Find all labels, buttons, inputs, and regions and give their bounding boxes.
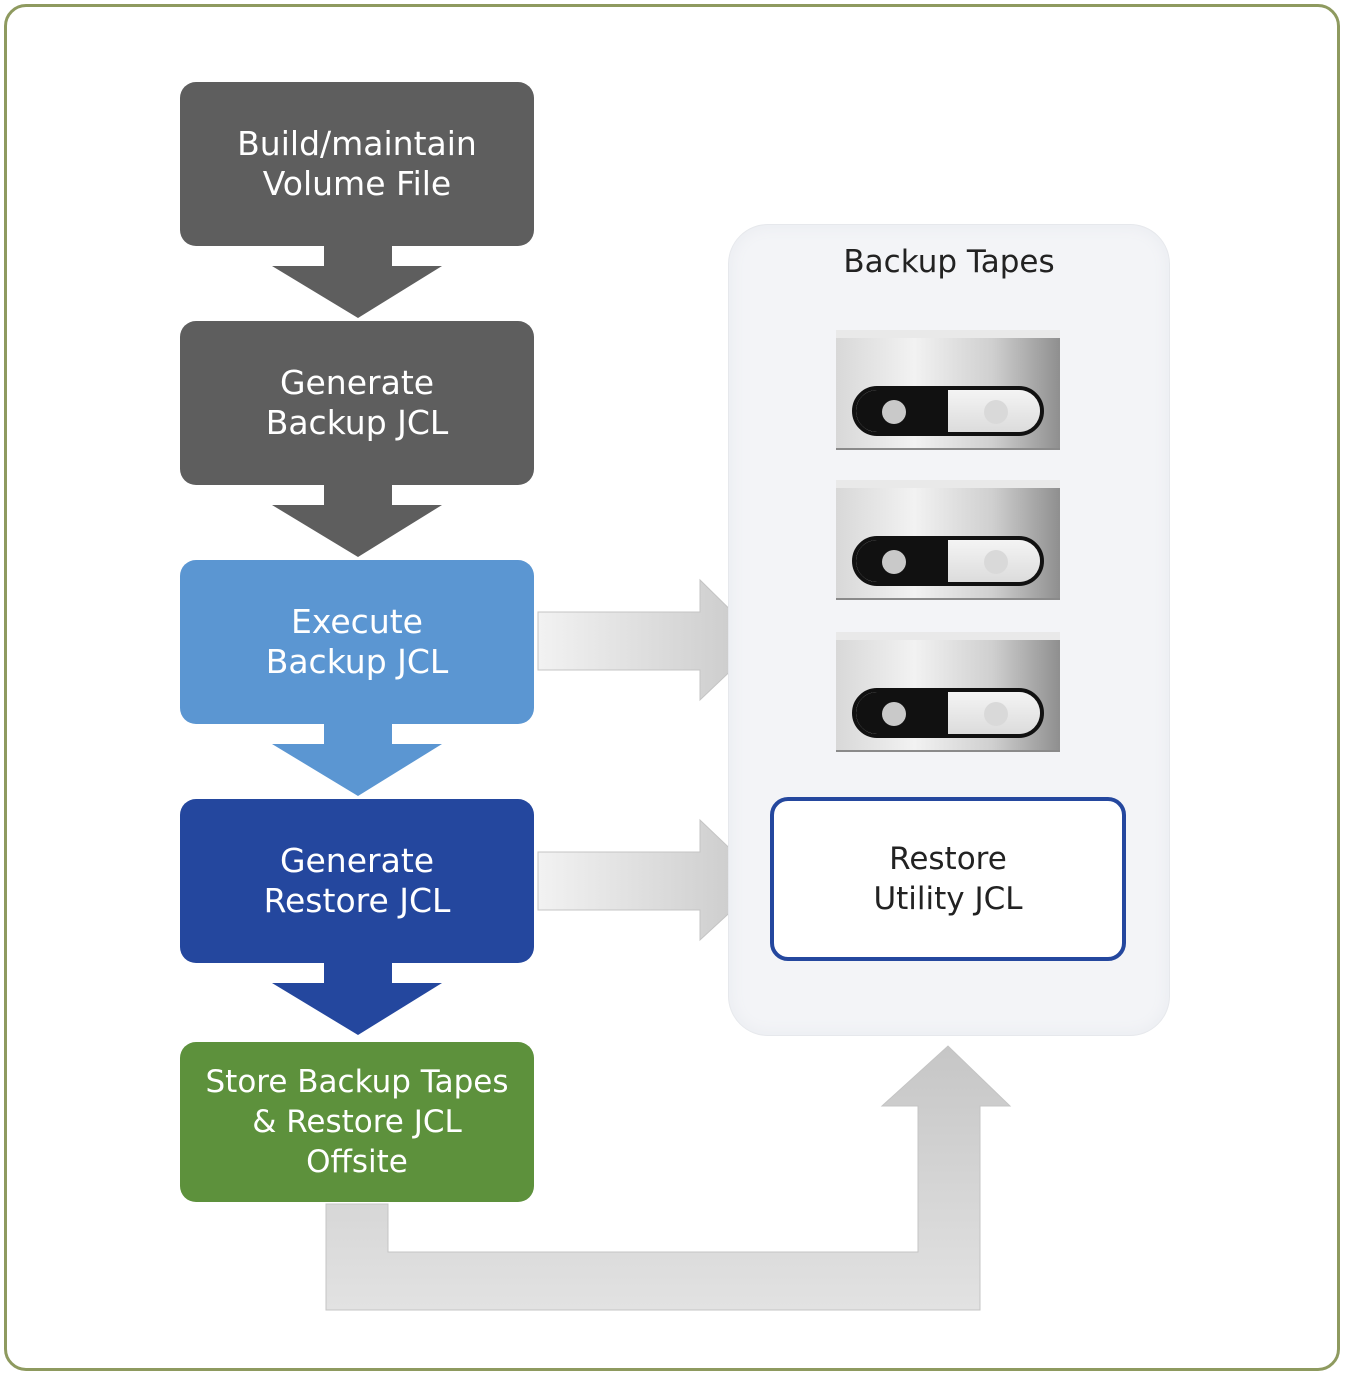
step-label: Generate Backup JCL	[265, 363, 449, 442]
backup-tape-icon	[836, 330, 1060, 450]
step-execute-backup-jcl: Execute Backup JCL	[180, 560, 534, 724]
down-arrow-2	[272, 485, 442, 557]
tape-reel	[852, 688, 1044, 738]
tape-reel	[852, 386, 1044, 436]
restore-utility-label: Restore Utility JCL	[873, 841, 1023, 917]
step-build-volume-file: Build/maintain Volume File	[180, 82, 534, 246]
down-arrow-1	[272, 246, 442, 318]
step-store-offsite: Store Backup Tapes & Restore JCL Offsite	[180, 1042, 534, 1202]
panel-title: Backup Tapes	[843, 244, 1055, 280]
step-label: Execute Backup JCL	[265, 602, 449, 681]
restore-utility-jcl-box: Restore Utility JCL	[770, 797, 1126, 961]
backup-tape-icon	[836, 480, 1060, 600]
step-label: Generate Restore JCL	[263, 841, 451, 920]
step-label: Store Backup Tapes & Restore JCL Offsite	[205, 1064, 509, 1180]
step-generate-backup-jcl: Generate Backup JCL	[180, 321, 534, 485]
offsite-return-arrow	[325, 1045, 1012, 1311]
step-generate-restore-jcl: Generate Restore JCL	[180, 799, 534, 963]
backup-tape-icon	[836, 632, 1060, 752]
tape-reel	[852, 536, 1044, 586]
down-arrow-4	[272, 963, 442, 1035]
step-label: Build/maintain Volume File	[237, 124, 477, 203]
down-arrow-3	[272, 724, 442, 796]
